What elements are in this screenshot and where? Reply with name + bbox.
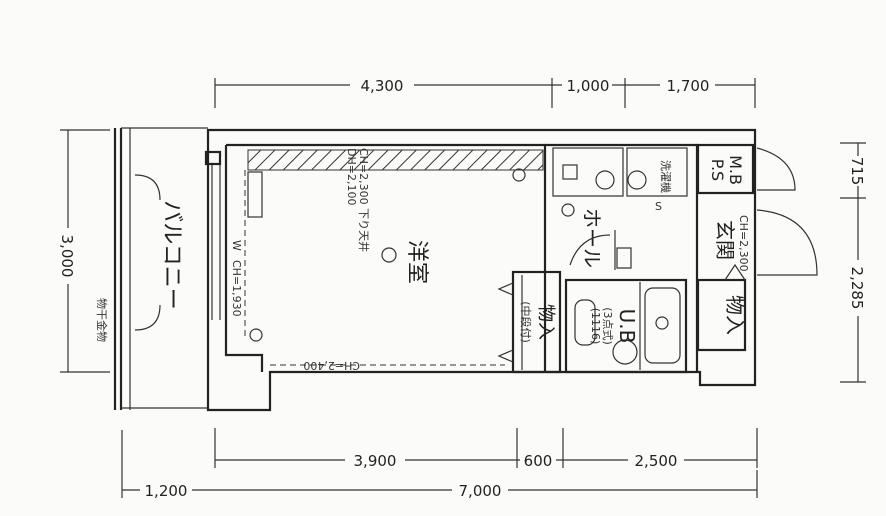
kitchen-area: 洗濯機 S [552, 147, 688, 213]
balcony-label: バルコニー [159, 200, 184, 310]
door-height-note: DH=2,100 [345, 148, 358, 205]
dim-top-3: 1,700 [667, 77, 710, 95]
unit-bath-note-2: (1116) [589, 308, 602, 345]
dim-right-1: 715 [848, 157, 866, 186]
window-height-note: CH=1,930 [230, 260, 243, 317]
mbps-label-1: M.B [726, 155, 745, 185]
mbps-label-2: P.S [708, 159, 727, 181]
entrance-area: M.B P.S 玄関 CH=2,300 物入 [696, 143, 818, 352]
dim-total-2: 7,000 [459, 482, 502, 500]
closet-right-label: 物入 [723, 295, 747, 335]
unit-bath-note-1: (3点式) [601, 307, 614, 345]
dim-top-2: 1,000 [567, 77, 610, 95]
ceiling-top-note: CH=2,300 下り天井 [357, 148, 371, 252]
balcony: バルコニー 物干金物 [95, 127, 208, 410]
laundry-pole-label: 物干金物 [95, 298, 109, 342]
lowered-ceiling [247, 149, 544, 171]
entrance-label: 玄関 [713, 220, 737, 260]
window-label: W [230, 240, 243, 251]
dim-bottom-1: 3,900 [354, 452, 397, 470]
closet-left: 物入 (中段付) [497, 270, 562, 374]
unit-bath-label: U.B [615, 309, 639, 344]
western-room-label: 洋室 [404, 240, 429, 284]
shoebox-label: S [655, 200, 662, 213]
hall: ホール [561, 203, 632, 270]
entrance-ceiling-note: CH=2,300 [737, 215, 750, 272]
unit-bath: U.B (3点式) (1116) [564, 278, 688, 374]
dim-left: 3,000 [58, 235, 76, 278]
ceiling-bottom-note: CH=2,400 [303, 359, 360, 372]
dimension-labels: 4,300 1,000 1,700 3,900 600 2,500 1,200 … [58, 76, 868, 500]
dim-total-1: 1,200 [145, 482, 188, 500]
dim-right-2: 2,285 [848, 267, 866, 310]
dim-top-1: 4,300 [361, 77, 404, 95]
washer-label: 洗濯機 [659, 160, 673, 193]
closet-left-label: 物入 [535, 304, 556, 340]
closet-left-note: (中段付) [519, 301, 533, 343]
dim-bottom-3: 2,500 [635, 452, 678, 470]
western-room: 洋室 W CH=1,930 CH=2,400 [230, 168, 526, 372]
dim-bottom-2: 600 [524, 452, 553, 470]
